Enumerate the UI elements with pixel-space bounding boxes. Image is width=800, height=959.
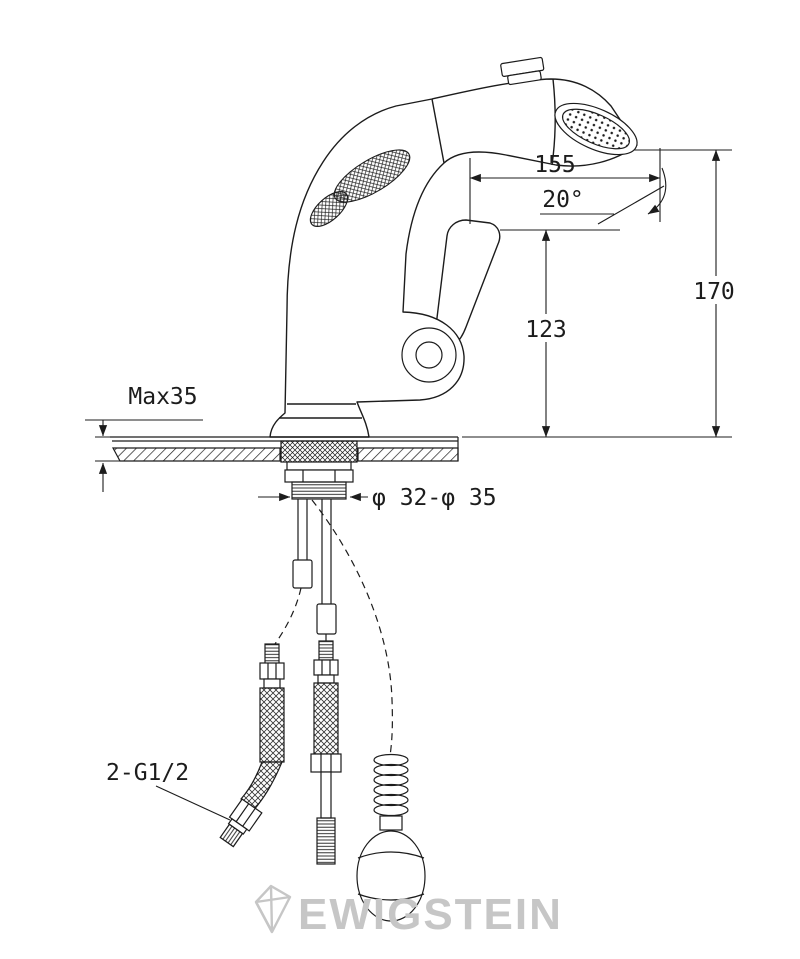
dim-20-label: 20° xyxy=(542,187,584,213)
hose-weight xyxy=(356,815,426,922)
watermark-text: EWIGSTEIN xyxy=(298,890,563,939)
supply-tube-left xyxy=(292,499,313,589)
faucet-assembly xyxy=(269,56,638,438)
brand-gem-icon xyxy=(254,884,292,934)
dimension-overall-height-170: 170 xyxy=(462,149,740,438)
supply-tube-right xyxy=(316,499,337,635)
dim-155-label: 155 xyxy=(534,152,576,178)
spray-face xyxy=(554,102,638,156)
dim-max35-label: Max35 xyxy=(128,384,197,410)
hose-spring xyxy=(373,753,409,817)
dimension-body-height-123: 123 xyxy=(500,229,620,438)
grip-texture xyxy=(309,149,411,227)
dimension-spout-reach-155: 155 xyxy=(469,148,661,224)
diverter-knob xyxy=(401,327,457,383)
dimension-max-deck-thickness: Max35 xyxy=(85,384,203,492)
dim-hole-label: φ 32-φ 35 xyxy=(372,485,497,511)
head-seam-line xyxy=(431,98,445,164)
dim-170-label: 170 xyxy=(693,279,735,305)
dimensions: 155 20° 170 123 Max35 xyxy=(85,148,740,821)
face-seam-line xyxy=(551,78,556,166)
dimension-mounting-hole-diameter: φ 32-φ 35 xyxy=(258,485,497,511)
dimension-spray-angle-20: 20° xyxy=(540,167,667,225)
watermark: EWIGSTEIN xyxy=(254,884,563,939)
elbow-fitting xyxy=(219,798,263,848)
tailpiece-threads xyxy=(291,481,347,500)
dim-123-label: 123 xyxy=(525,317,567,343)
braided-hose-right xyxy=(310,640,342,865)
under-deck-hardware xyxy=(219,440,426,922)
locknut xyxy=(280,440,358,483)
head-buttons xyxy=(500,56,545,86)
countertop-section xyxy=(110,436,459,462)
braided-hose-left xyxy=(240,643,285,812)
label-inlet-thread: 2-G1/2 xyxy=(106,760,231,821)
dim-thread-label: 2-G1/2 xyxy=(106,760,189,786)
